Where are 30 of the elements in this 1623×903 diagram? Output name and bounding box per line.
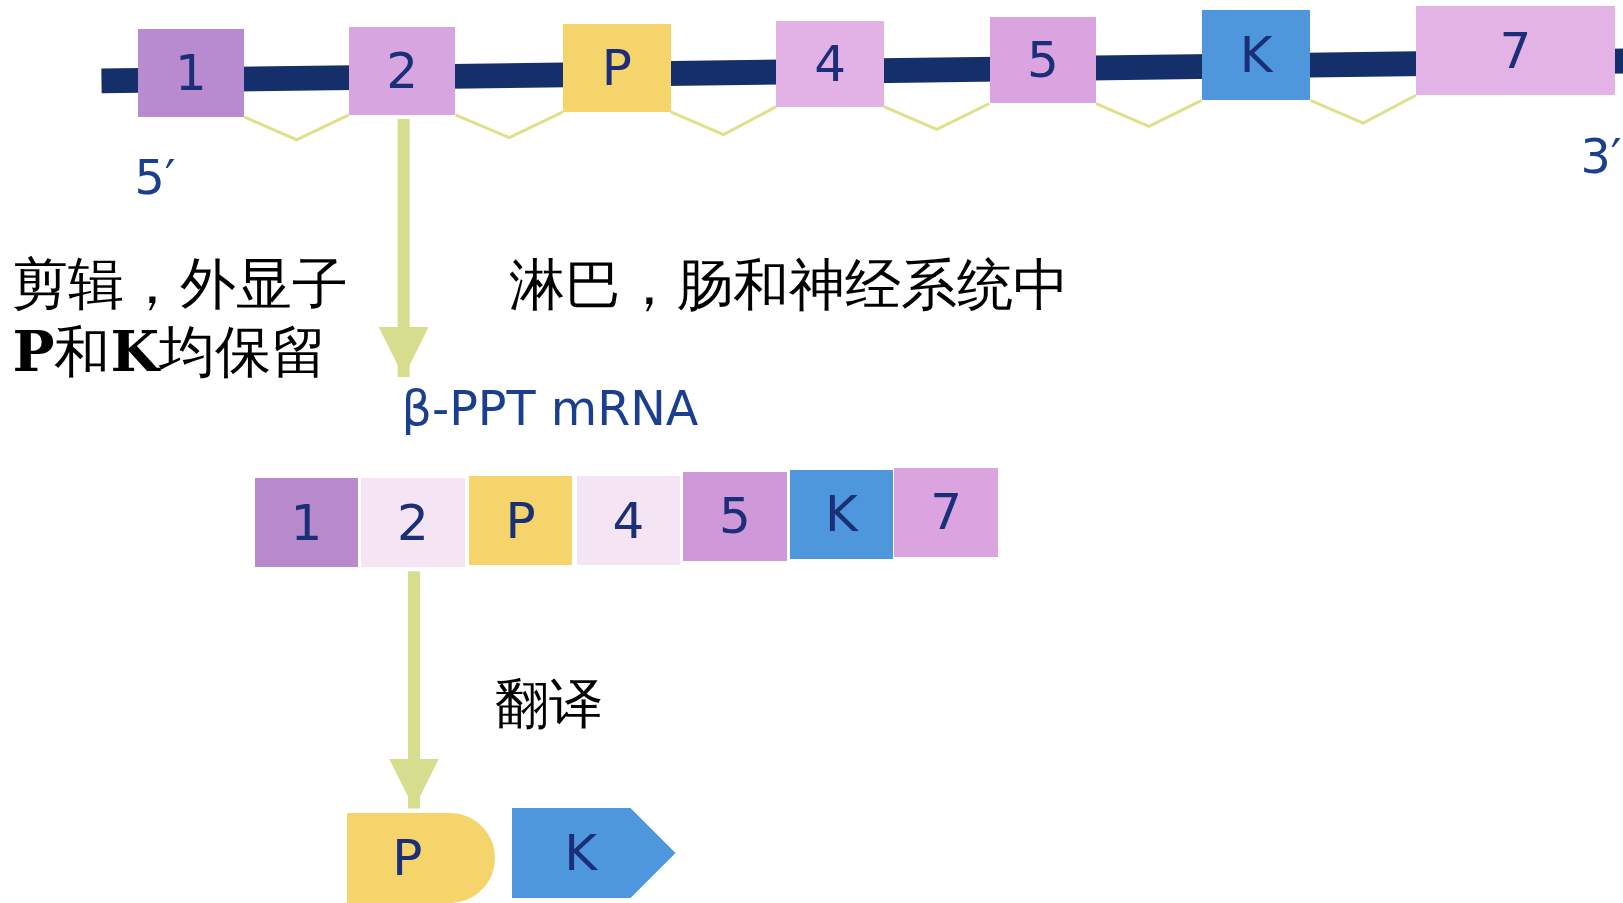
edge-label: 翻译	[494, 670, 603, 737]
exon-block: 2	[361, 478, 465, 568]
exon-block: K	[1201, 10, 1311, 101]
exon-block: P	[468, 476, 573, 566]
arrow	[378, 118, 429, 377]
prime-end-label: 3′	[1580, 129, 1622, 185]
protein-domain: K	[512, 808, 676, 899]
splice-line	[454, 110, 564, 140]
exon-block: 5	[989, 16, 1097, 104]
annotation-text: 淋巴，肠和神经系统中	[509, 251, 1070, 320]
mrna-label: β-PPT mRNA	[401, 380, 699, 436]
exon-block: 1	[254, 478, 359, 568]
exon-block: P	[563, 23, 671, 112]
exon-block: 2	[348, 26, 456, 115]
exon-block: 5	[683, 472, 787, 561]
splice-line	[883, 102, 991, 132]
prime-end-label: 5′	[134, 150, 176, 206]
exon-block: 1	[137, 28, 245, 117]
exon-block: 7	[1416, 6, 1615, 96]
annotation-text: 剪辑，外显子P和K均保留	[12, 250, 350, 385]
splice-line	[243, 113, 350, 142]
exon-block: 4	[776, 20, 884, 107]
exon-block: K	[789, 469, 894, 559]
exon-block: 7	[894, 467, 998, 557]
exon-block: 4	[576, 476, 681, 566]
splice-line	[1095, 99, 1203, 128]
arrow	[389, 571, 440, 809]
splice-line	[1309, 93, 1417, 125]
splice-line	[670, 105, 777, 137]
protein-domain: P	[346, 812, 495, 903]
